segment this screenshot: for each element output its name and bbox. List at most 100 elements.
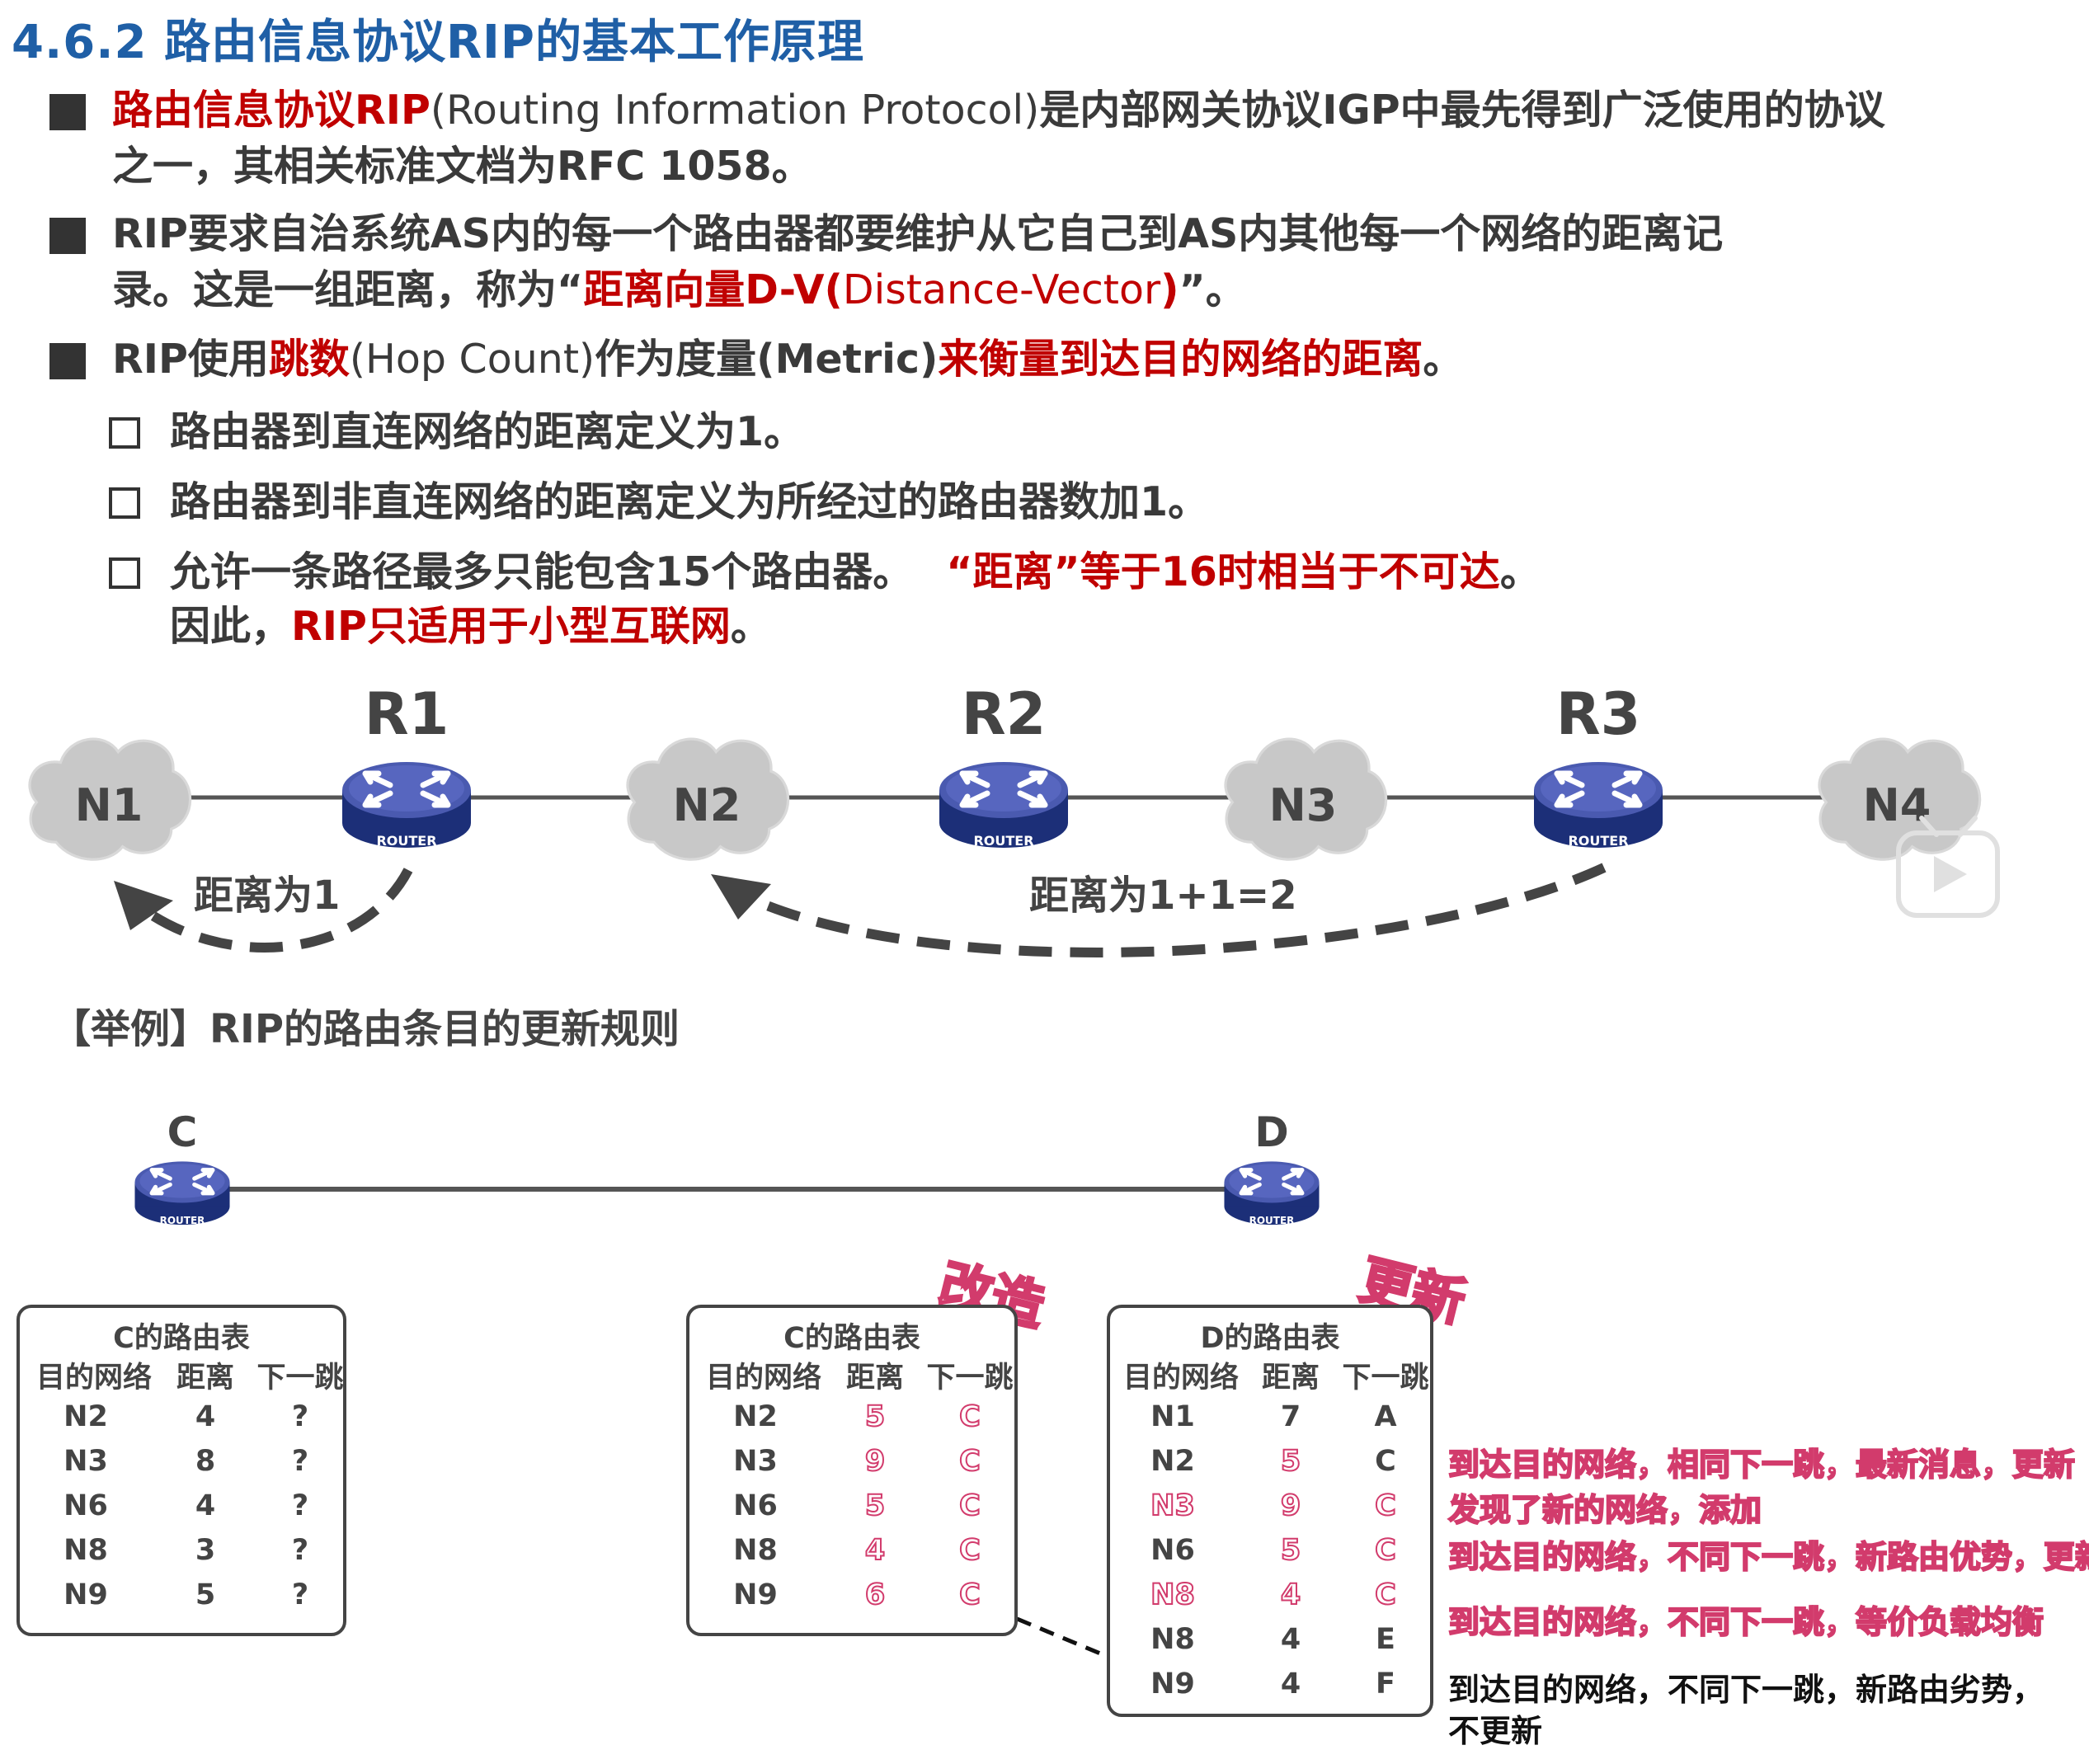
note-same-next-hop: 到达目的网络，相同下一跳，最新消息，更新	[1447, 1446, 2076, 1484]
arrowhead-icon	[711, 874, 771, 920]
sub-bullet-text: 路由器到非直连网络的距离定义为所经过的路由器数加1。	[170, 478, 1209, 525]
header-dest: 目的网络	[705, 1362, 821, 1395]
cell-next: C	[958, 1489, 981, 1523]
cell-dist: 4	[1280, 1623, 1301, 1656]
example-title: 【举例】RIP的路由条目的更新规则	[51, 1006, 680, 1052]
limit-conclusion: RIP只适用于小型互联网	[291, 603, 731, 650]
cell-dist: 5	[195, 1578, 216, 1611]
cell-dest: N8	[1150, 1623, 1195, 1656]
cell-next: F	[1376, 1668, 1395, 1700]
table-caption: C的路由表	[113, 1322, 250, 1355]
cell-dest: N6	[733, 1489, 778, 1522]
note-no-update: 不更新	[1448, 1713, 1543, 1749]
rip-english: (Routing Information Protocol)	[430, 87, 1040, 134]
bullet-line-1: RIP要求自治系统AS内的每一个路由器都要维护从它自己到AS内其他每一个网络的距…	[112, 210, 1724, 257]
cell-next: C	[1374, 1533, 1397, 1568]
cell-dist: 5	[864, 1399, 886, 1434]
sub-bullet-text-2: 因此，RIP只适用于小型互联网。	[170, 599, 771, 655]
cell-dest: N9	[1150, 1668, 1195, 1700]
limit-end-2: 。	[730, 603, 771, 650]
note-better-route: 到达目的网络，不同下一跳，新路由优势，更新	[1447, 1538, 2089, 1576]
router-badge: ROUTER	[1568, 833, 1628, 849]
cell-next: C	[958, 1444, 981, 1479]
cell-next: C	[958, 1533, 981, 1568]
header-dest: 目的网络	[1122, 1362, 1239, 1395]
cell-dist: 8	[195, 1445, 216, 1478]
cell-dest: N1	[1150, 1400, 1195, 1433]
cell-dest: N8	[1150, 1578, 1196, 1612]
table-caption: C的路由表	[783, 1322, 920, 1355]
cell-dest: N9	[733, 1578, 778, 1611]
network-label-n3: N3	[1269, 779, 1338, 831]
bullet-line-2: 之一，其相关标准文档为RFC 1058。	[112, 143, 812, 190]
router-label-r1: R1	[365, 680, 449, 748]
dv-english: Distance-Vector	[842, 266, 1161, 313]
limit-end: 。	[1499, 548, 1541, 595]
header-next: 下一跳	[1342, 1362, 1429, 1395]
hop-english: (Hop Count)	[349, 336, 595, 383]
router-badge: ROUTER	[376, 833, 436, 849]
header-next: 下一跳	[926, 1362, 1014, 1395]
cell-next: E	[1376, 1623, 1395, 1656]
router-badge: ROUTER	[1249, 1215, 1295, 1226]
network-label-n1: N1	[75, 779, 144, 831]
cell-next: C	[958, 1399, 981, 1434]
cell-next: C	[1374, 1578, 1397, 1612]
dv-paren: )	[1160, 266, 1179, 313]
play-icon	[1896, 816, 2000, 918]
distance-arrow-1	[137, 868, 413, 953]
cell-dist: 3	[195, 1534, 216, 1567]
network-label-n4: N4	[1863, 779, 1931, 831]
router-label-r3: R3	[1556, 680, 1641, 748]
page-title: 4.6.2 路由信息协议RIP的基本工作原理	[12, 16, 864, 69]
cell-next: C	[1375, 1445, 1396, 1478]
cell-dist: 4	[864, 1533, 886, 1568]
limit-therefore: 因此，	[170, 603, 292, 650]
cell-dist: 4	[1280, 1668, 1301, 1700]
distance-label-2: 距离为1+1=2	[1029, 873, 1297, 919]
hop-term: 跳数	[268, 336, 350, 383]
note-new-network: 发现了新的网络，添加	[1447, 1491, 1762, 1529]
bullet-square-icon	[49, 218, 86, 254]
table-caption: D的路由表	[1200, 1322, 1340, 1355]
distance-label-1: 距离为1	[194, 873, 340, 919]
dv-intro: 录。这是一组距离，称为“	[112, 266, 584, 313]
rip-term: 路由信息协议RIP	[112, 87, 431, 134]
cell-next: ?	[291, 1489, 309, 1522]
router-label-c: C	[167, 1108, 198, 1156]
cell-dist: 7	[1280, 1400, 1301, 1433]
hop-metric: 作为度量(Metric)	[595, 336, 939, 383]
cell-next: C	[958, 1578, 981, 1612]
cell-next: ?	[291, 1400, 309, 1433]
hop-desc: 来衡量到达目的网络的距离	[938, 336, 1423, 383]
router-label-r2: R2	[962, 680, 1047, 748]
cell-dist: 4	[195, 1400, 216, 1433]
router-badge: ROUTER	[160, 1215, 205, 1226]
cell-dist: 4	[1280, 1578, 1301, 1612]
header-dist: 距离	[1261, 1362, 1320, 1395]
bullet-line-2: 录。这是一组距离，称为“距离向量D-V(Distance-Vector)”。	[112, 262, 1246, 318]
bullet-line-1: RIP使用跳数(Hop Count)作为度量(Metric)来衡量到达目的网络的…	[112, 332, 1463, 388]
checkbox-square-icon	[109, 417, 140, 449]
cell-next: ?	[291, 1534, 309, 1567]
cell-dest: N6	[64, 1489, 108, 1522]
limit-unreachable: “距离”等于16时相当于不可达	[946, 548, 1500, 595]
header-dist: 距离	[176, 1362, 234, 1395]
bullet-square-icon	[49, 343, 86, 379]
cell-dest: N9	[64, 1578, 108, 1611]
network-label-n2: N2	[673, 779, 741, 831]
cell-next: ?	[291, 1445, 309, 1478]
cell-next: C	[1374, 1489, 1397, 1523]
sub-bullet-text: 允许一条路径最多只能包含15个路由器。“距离”等于16时相当于不可达。	[170, 544, 1541, 600]
checkbox-square-icon	[109, 487, 140, 519]
cell-dist: 5	[864, 1489, 886, 1523]
cell-dest: N6	[1150, 1534, 1195, 1567]
hop-end: 。	[1423, 336, 1464, 383]
cell-dist: 5	[1280, 1533, 1301, 1568]
header-next: 下一跳	[256, 1362, 344, 1395]
cell-dist: 6	[864, 1578, 886, 1612]
header-dest: 目的网络	[35, 1362, 152, 1395]
dv-end: ”。	[1179, 266, 1246, 313]
